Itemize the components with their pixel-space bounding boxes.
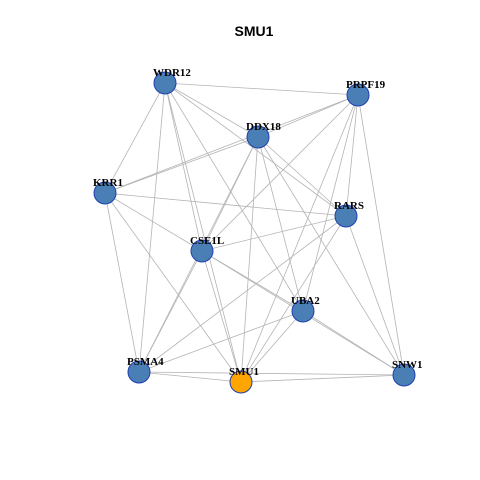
- node-circle-psma4: [127, 360, 151, 384]
- edge-wdr12-psma4: [138, 82, 166, 373]
- node-label-krr1: KRR1: [93, 177, 123, 189]
- node-label-wdr12: WDR12: [153, 67, 191, 79]
- node-circle-cse1l: [190, 239, 214, 263]
- node-circle-uba2: [291, 299, 315, 323]
- edge-ddx18-uba2: [257, 136, 304, 312]
- node-label-uba2: UBA2: [291, 295, 320, 307]
- diagram-title: SMU1: [235, 23, 274, 39]
- edge-prpf19-snw1: [357, 94, 405, 376]
- edge-uba2-smu1: [240, 310, 304, 383]
- edge-wdr12-krr1: [104, 82, 166, 194]
- node-circle-rars: [334, 204, 358, 228]
- edge-rars-psma4: [138, 215, 347, 373]
- node-snw1: SNW1: [392, 359, 423, 387]
- node-wdr12: WDR12: [153, 67, 191, 95]
- node-label-prpf19: PRPF19: [346, 79, 386, 91]
- edge-ddx18-rars: [257, 136, 347, 217]
- edge-krr1-psma4: [104, 192, 140, 373]
- edge-wdr12-smu1: [164, 82, 242, 383]
- node-rars: RARS: [334, 200, 364, 228]
- edges-layer: [104, 82, 405, 383]
- edge-prpf19-rars: [345, 94, 359, 217]
- edge-rars-cse1l: [201, 215, 347, 252]
- edge-prpf19-uba2: [302, 94, 359, 312]
- edge-krr1-cse1l: [104, 192, 203, 252]
- edge-uba2-snw1: [302, 310, 405, 376]
- edge-wdr12-prpf19: [164, 82, 359, 96]
- edge-wdr12-rars: [164, 82, 347, 217]
- edge-prpf19-krr1: [104, 94, 359, 194]
- edge-ddx18-smu1: [240, 136, 259, 383]
- node-label-ddx18: DDX18: [246, 121, 281, 133]
- edge-psma4-smu1: [138, 371, 242, 383]
- node-uba2: UBA2: [291, 295, 320, 323]
- node-label-rars: RARS: [334, 200, 364, 212]
- node-krr1: KRR1: [93, 177, 123, 205]
- node-ddx18: DDX18: [246, 121, 281, 149]
- node-label-smu1: SMU1: [229, 366, 259, 378]
- edge-wdr12-ddx18: [164, 82, 259, 138]
- node-psma4: PSMA4: [127, 356, 164, 384]
- edge-ddx18-snw1: [257, 136, 405, 376]
- edge-cse1l-psma4: [138, 250, 203, 373]
- node-label-psma4: PSMA4: [127, 356, 164, 368]
- edge-psma4-snw1: [138, 371, 405, 376]
- edge-cse1l-smu1: [201, 250, 242, 383]
- node-label-snw1: SNW1: [392, 359, 423, 371]
- node-circle-ddx18: [246, 125, 270, 149]
- edge-smu1-snw1: [240, 374, 405, 383]
- node-circle-krr1: [93, 181, 117, 205]
- edge-krr1-rars: [104, 192, 347, 217]
- edge-rars-snw1: [345, 215, 405, 376]
- edge-prpf19-ddx18: [257, 94, 359, 138]
- node-label-cse1l: CSE1L: [190, 235, 224, 247]
- node-prpf19: PRPF19: [346, 79, 386, 107]
- edge-ddx18-krr1: [104, 136, 259, 194]
- node-circle-snw1: [392, 363, 416, 387]
- node-circle-smu1: [229, 370, 253, 394]
- edge-krr1-smu1: [104, 192, 242, 383]
- edge-prpf19-smu1: [240, 94, 359, 383]
- edge-rars-smu1: [240, 215, 347, 383]
- node-circle-prpf19: [346, 83, 370, 107]
- edge-uba2-psma4: [138, 310, 304, 373]
- node-cse1l: CSE1L: [190, 235, 224, 263]
- edge-wdr12-cse1l: [164, 82, 203, 252]
- edge-wdr12-uba2: [164, 82, 304, 312]
- node-smu1: SMU1: [229, 366, 259, 394]
- node-circle-wdr12: [153, 71, 177, 95]
